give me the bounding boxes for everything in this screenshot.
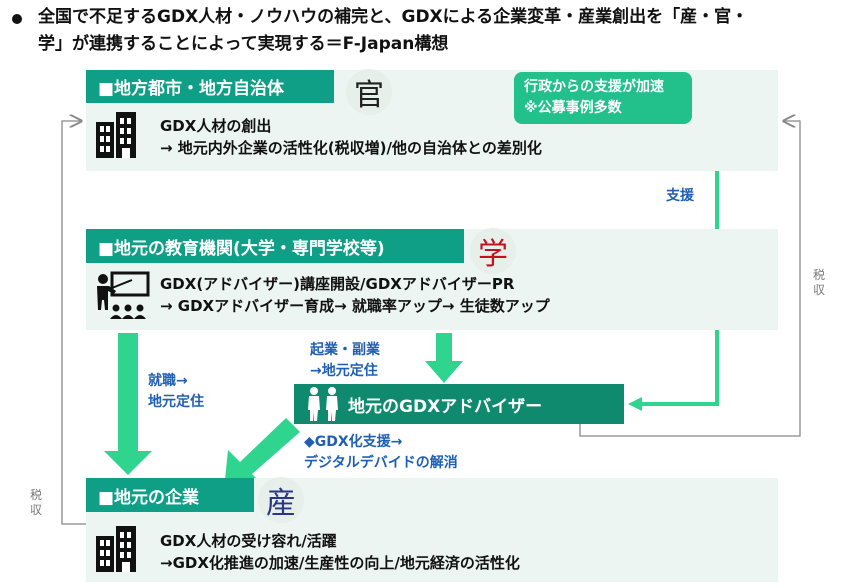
building-icon: [94, 522, 144, 578]
company-text: GDX人材の受け容れ/活躍 →GDX化推進の加速/生産性の向上/地元経済の活性化: [160, 530, 520, 574]
callout-line-1: 行政からの支援が加速: [524, 79, 664, 95]
company-header-label: ■地元の企業: [98, 487, 200, 508]
people-silhouette-icon: [302, 386, 346, 426]
gdx-support-line-2: デジタルデバイドの解消: [304, 455, 458, 471]
employment-arrow-head: [104, 451, 152, 475]
title-bullet: [12, 14, 22, 24]
employment-arrow-shaft: [118, 333, 138, 453]
teacher-icon: [94, 270, 150, 326]
government-support-callout: 行政からの支援が加速 ※公募事例多数: [514, 72, 692, 124]
tax-revenue-label-right: 税 収: [812, 268, 825, 297]
title-line-2: 学」が連携することによって実現する＝F-Japan構想: [38, 34, 449, 54]
company-header: ■地元の企業: [86, 478, 254, 512]
building-icon: [94, 108, 144, 164]
page-title: 全国で不足するGDX人材・ノウハウの補完と、GDXによる企業変革・産業創出を「産…: [38, 4, 838, 58]
gdx-support-label: ◆GDX化支援→ デジタルデバイドの解消: [304, 432, 458, 474]
tax-revenue-label-left: 税 収: [29, 488, 42, 517]
company-kanji: 産: [258, 477, 304, 523]
employment-line-1: 就職→: [148, 373, 188, 389]
government-header: ■地方都市・地方自治体: [86, 70, 334, 103]
support-label: 支援: [666, 188, 694, 204]
tax-loop-left: [61, 121, 86, 525]
education-header: ■地元の教育機関(大学・専門学校等): [86, 229, 464, 263]
gdx-support-line-1: ◆GDX化支援→: [304, 434, 403, 450]
company-line-2: →GDX化推進の加速/生産性の向上/地元経済の活性化: [160, 554, 520, 572]
education-line-2: → GDXアドバイザー育成→ 就職率アップ→ 生徒数アップ: [160, 297, 550, 315]
local-gdx-advisor-box: 地元のGDXアドバイザー: [294, 384, 624, 424]
government-header-label: ■地方都市・地方自治体: [98, 79, 285, 99]
startup-arrow-head: [425, 361, 463, 383]
company-line-1: GDX人材の受け容れ/活躍: [160, 532, 337, 550]
education-header-label: ■地元の教育機関(大学・専門学校等): [98, 238, 385, 259]
startup-label: 起業・副業 →地元定住: [310, 340, 380, 382]
government-line-1: GDX人材の創出: [160, 117, 272, 135]
gdx-support-arrow: [224, 418, 300, 490]
government-line-2: → 地元内外企業の活性化(税収増)/他の自治体との差別化: [160, 139, 542, 157]
education-text: GDX(アドバイザー)講座開設/GDXアドバイザーPR → GDXアドバイザー育…: [160, 273, 550, 317]
government-kanji: 官: [346, 69, 392, 115]
tax-loop-right: [579, 121, 801, 437]
advisor-label: 地元のGDXアドバイザー: [348, 396, 543, 417]
employment-line-2: 地元定住: [148, 394, 204, 410]
title-line-1: 全国で不足するGDX人材・ノウハウの補完と、GDXによる企業変革・産業創出を「産…: [38, 7, 749, 27]
startup-arrow-shaft: [436, 333, 452, 363]
startup-line-2: →地元定住: [310, 363, 378, 379]
government-text: GDX人材の創出 → 地元内外企業の活性化(税収増)/他の自治体との差別化: [160, 115, 542, 159]
education-kanji: 学: [470, 228, 516, 274]
callout-line-2: ※公募事例多数: [524, 100, 622, 116]
support-arrowhead: [628, 397, 642, 411]
startup-line-1: 起業・副業: [310, 342, 380, 358]
education-line-1: GDX(アドバイザー)講座開設/GDXアドバイザーPR: [160, 275, 515, 293]
employment-label: 就職→ 地元定住: [148, 371, 204, 413]
